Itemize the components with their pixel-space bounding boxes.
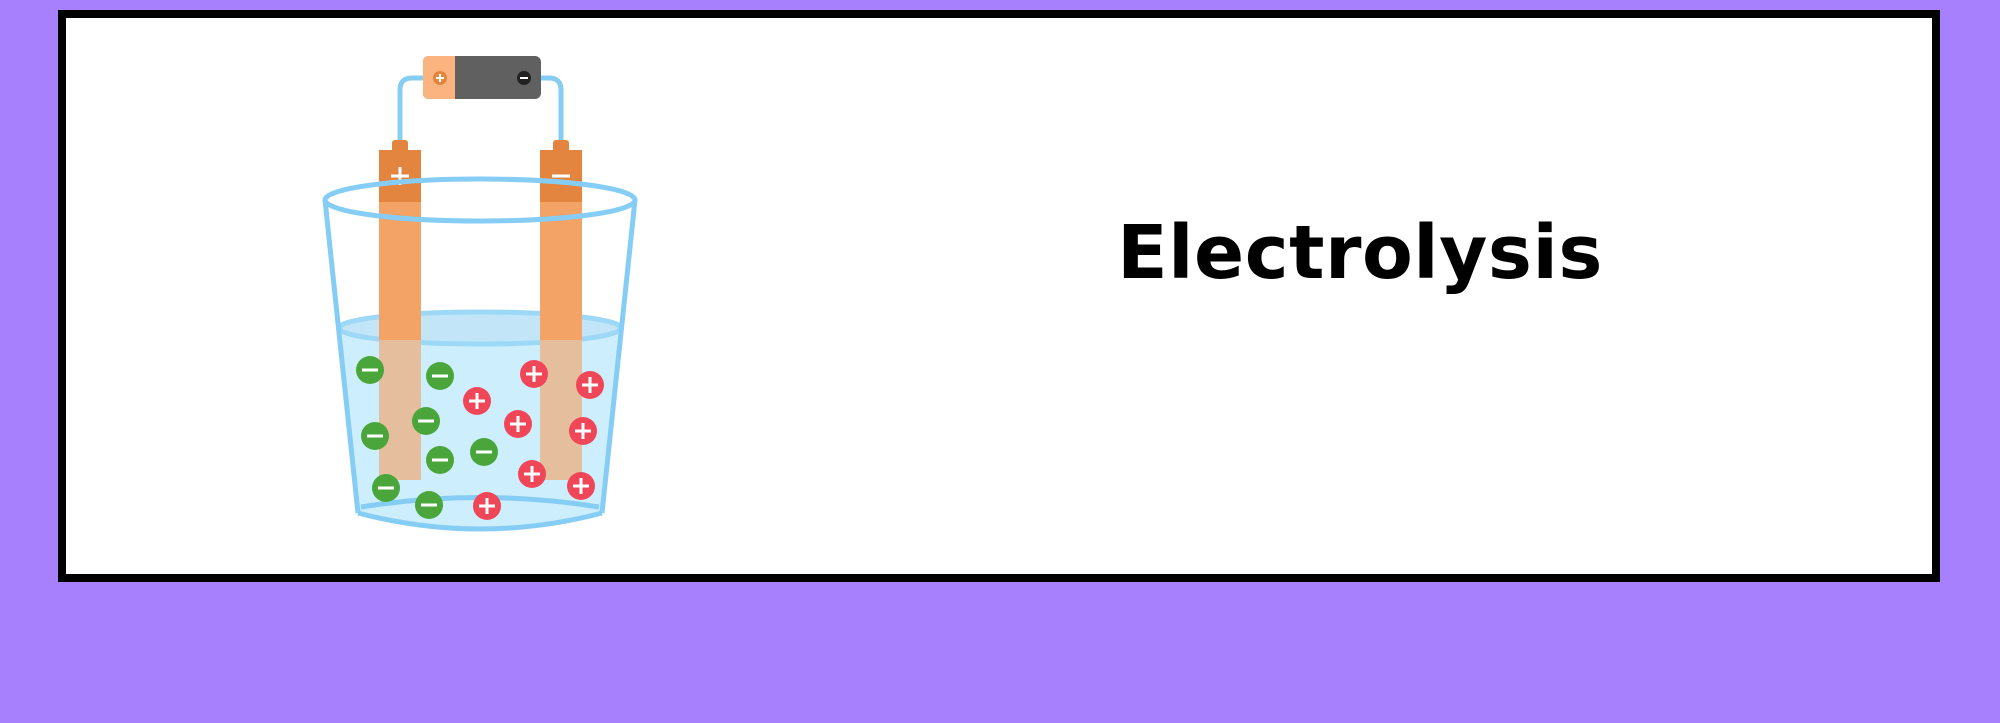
minus-circle-icon — [372, 474, 400, 502]
minus-circle-icon — [426, 446, 454, 474]
battery-icon — [423, 56, 541, 99]
plus-circle-icon — [567, 472, 595, 500]
minus-circle-icon — [426, 362, 454, 390]
plus-circle-icon — [463, 387, 491, 415]
minus-circle-icon — [356, 356, 384, 384]
left-wire — [397, 75, 427, 140]
plus-circle-icon — [473, 492, 501, 520]
plus-circle-icon — [520, 360, 548, 388]
plus-circle-icon — [576, 371, 604, 399]
plus-circle-icon — [569, 417, 597, 445]
cations — [463, 360, 604, 520]
minus-circle-icon — [361, 422, 389, 450]
minus-circle-icon — [412, 407, 440, 435]
right-wire — [540, 75, 564, 140]
beaker-icon — [322, 176, 638, 532]
plus-circle-icon — [518, 460, 546, 488]
minus-circle-icon — [470, 438, 498, 466]
anions — [356, 356, 498, 519]
minus-circle-icon — [415, 491, 443, 519]
page-title: Electrolysis — [1117, 210, 1603, 296]
plus-circle-icon — [504, 410, 532, 438]
anode — [379, 140, 421, 480]
